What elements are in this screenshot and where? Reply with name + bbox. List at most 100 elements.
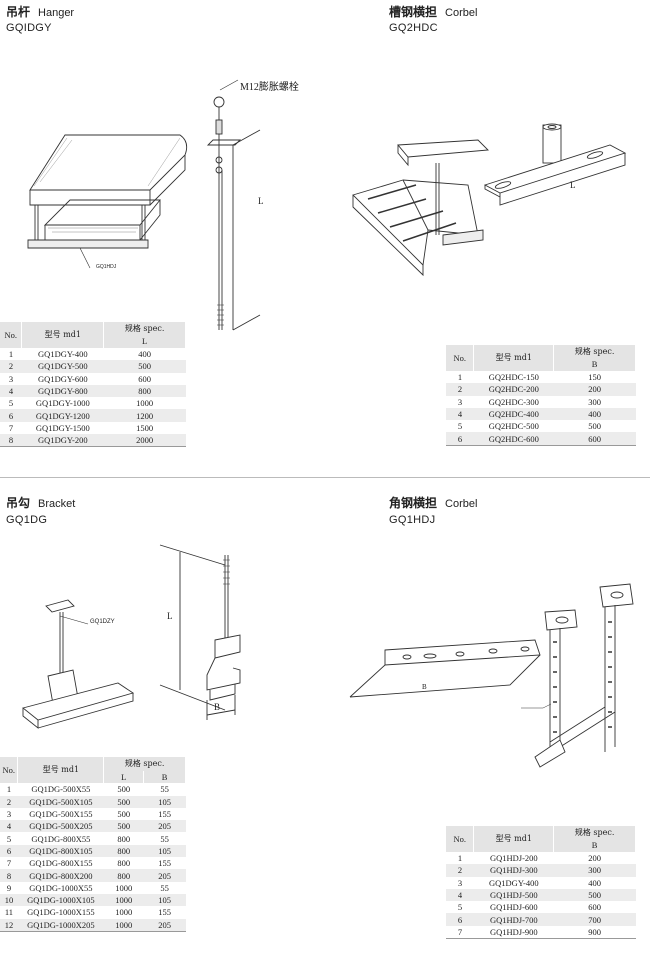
- corbel1-head-spec-cn: 规格 spec.: [574, 347, 615, 356]
- table-cell: GQ1DG-800X200: [17, 869, 104, 882]
- table-cell: GQ1HDJ-900: [473, 925, 554, 939]
- table-cell: GQ2HDC-150: [473, 371, 554, 384]
- corbel1-head-spec: 规格 spec.B: [553, 345, 636, 371]
- table-cell: 5: [0, 832, 18, 845]
- table-cell: 11: [0, 906, 18, 919]
- corbel2-head-spec-sub: B: [591, 840, 598, 850]
- table-cell: 500: [103, 795, 144, 808]
- table-cell: GQ1DG-500X205: [17, 820, 104, 833]
- corbel2-title-cn: 角钢横担: [389, 496, 438, 510]
- table-cell: 600: [553, 432, 636, 446]
- table-cell: 1200: [103, 409, 186, 422]
- table-cell: 500: [553, 888, 636, 902]
- table-cell: 4: [0, 820, 18, 833]
- table-cell: 6: [0, 844, 18, 858]
- table-cell: GQ1DGY-800: [21, 384, 104, 398]
- bracket-title-en: Bracket: [38, 498, 76, 510]
- table-cell: 8: [0, 869, 18, 882]
- corbel1-head-model: 型号 md1: [473, 345, 555, 371]
- table-cell: GQ1DG-800X105: [17, 844, 104, 858]
- table-cell: 6: [446, 432, 474, 446]
- table-cell: GQ1DGY-600: [21, 372, 104, 385]
- table-cell: 500: [553, 420, 636, 433]
- corbel2-title: 角钢横担 Corbel: [389, 496, 477, 511]
- table-cell: 800: [103, 857, 144, 870]
- bracket-head-b: B: [143, 771, 186, 784]
- table-cell: 55: [143, 881, 186, 894]
- table-cell: 700: [553, 913, 636, 926]
- table-cell: GQ1DG-500X105: [17, 795, 104, 808]
- table-cell: 10: [0, 893, 18, 907]
- table-cell: 3: [446, 395, 474, 408]
- hanger-head-spec-cn: 规格 spec.: [124, 324, 165, 333]
- table-cell: 1: [446, 371, 474, 384]
- table-cell: 6: [446, 913, 474, 926]
- bracket-part-label: GQ1DZY: [90, 619, 115, 625]
- corbel1-bracket-illustration: [483, 123, 627, 206]
- table-cell: GQ1HDJ-700: [473, 913, 554, 926]
- table-cell: 1000: [103, 906, 144, 919]
- table-cell: GQ1DG-1000X205: [17, 918, 104, 932]
- table-cell: 2: [446, 383, 474, 396]
- table-cell: GQ1DG-1000X155: [17, 906, 104, 919]
- corbel2-code: GQ1HDJ: [389, 514, 436, 526]
- section-divider: [0, 477, 650, 478]
- hanger-part-label: GQ1HDJ: [96, 264, 117, 270]
- corbel1-title-cn: 槽钢横担: [389, 5, 438, 19]
- table-cell: 800: [103, 832, 144, 845]
- hanger-head-model: 型号 md1: [21, 322, 105, 348]
- bracket-code: GQ1DG: [6, 514, 48, 526]
- bracket-head-no: No.: [0, 757, 19, 784]
- table-cell: 5: [0, 397, 22, 410]
- table-cell: 1: [446, 852, 474, 865]
- table-cell: GQ1HDJ-300: [473, 864, 554, 877]
- hanger-bolt-leader: [219, 79, 239, 91]
- table-cell: GQ2HDC-200: [473, 383, 554, 396]
- table-cell: 800: [103, 869, 144, 882]
- corbel2-small-label: [521, 703, 552, 709]
- table-cell: 2: [0, 360, 22, 373]
- hanger-code: GQIDGY: [6, 22, 52, 34]
- bracket-part-leader: [59, 615, 89, 625]
- bracket-head-model: 型号 md1: [17, 757, 105, 784]
- table-cell: GQ2HDC-300: [473, 395, 554, 408]
- table-cell: GQ1DGY-500: [21, 360, 104, 373]
- corbel1-ladder-illustration: [352, 139, 490, 277]
- table-cell: 1500: [103, 421, 186, 435]
- table-cell: GQ1DGY-400: [21, 348, 104, 361]
- hanger-bolt-label: M12膨胀螺栓: [240, 82, 299, 93]
- table-cell: 105: [143, 844, 186, 858]
- table-cell: 600: [103, 372, 186, 385]
- table-cell: 7: [0, 857, 18, 870]
- table-cell: GQ1DG-800X55: [17, 832, 104, 845]
- table-cell: 5: [446, 420, 474, 433]
- table-cell: GQ1DGY-1000: [21, 397, 104, 410]
- corbel2-title-en: Corbel: [445, 498, 478, 510]
- bracket-dim-b-label: B: [214, 702, 221, 712]
- bracket-head-l: L: [103, 771, 145, 784]
- table-cell: 1: [0, 783, 18, 796]
- table-cell: 6: [0, 409, 22, 422]
- table-cell: 1000: [103, 893, 144, 907]
- table-cell: GQ1DG-1000X105: [17, 893, 104, 907]
- table-cell: GQ1DG-500X155: [17, 807, 104, 821]
- hanger-rod-illustration: [206, 96, 261, 331]
